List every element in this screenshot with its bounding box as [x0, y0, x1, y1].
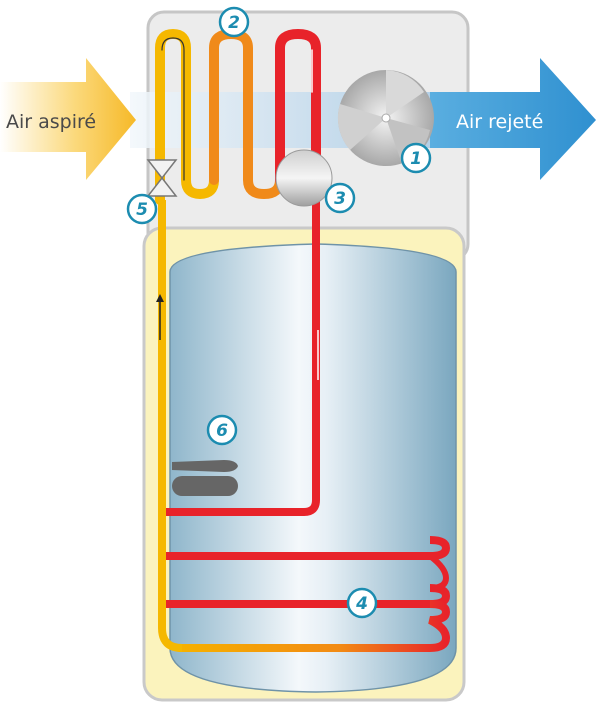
evaporator-coil — [155, 28, 321, 205]
badge-condenser-coil: 4 — [346, 587, 378, 619]
intake-label: Air aspiré — [6, 111, 96, 133]
badge-number: 4 — [355, 594, 368, 614]
badge-number: 2 — [228, 13, 240, 33]
intake-arrow: Air aspiré — [0, 58, 136, 180]
condenser-coil — [166, 536, 451, 652]
badge-evaporator: 2 — [218, 6, 250, 38]
badge-fan: 1 — [400, 142, 432, 174]
fan-icon — [337, 70, 434, 166]
badge-number: 1 — [410, 149, 422, 169]
badge-number: 3 — [334, 189, 346, 209]
exhaust-label: Air rejeté — [456, 111, 543, 133]
badge-number: 6 — [216, 421, 228, 441]
badge-compressor: 3 — [324, 182, 356, 214]
exhaust-arrow: Air rejeté — [430, 58, 596, 180]
compressor-icon — [275, 149, 333, 207]
badge-number: 5 — [136, 200, 148, 220]
badge-expansion-valve: 5 — [126, 193, 158, 225]
badge-electric-heating-element: 6 — [206, 414, 238, 446]
expansion-valve — [146, 159, 178, 197]
arrowhead-icon — [156, 294, 164, 302]
cold-refrigerant-line — [158, 200, 183, 652]
heating-element — [172, 460, 238, 496]
hot-refrigerant-line — [166, 196, 320, 516]
